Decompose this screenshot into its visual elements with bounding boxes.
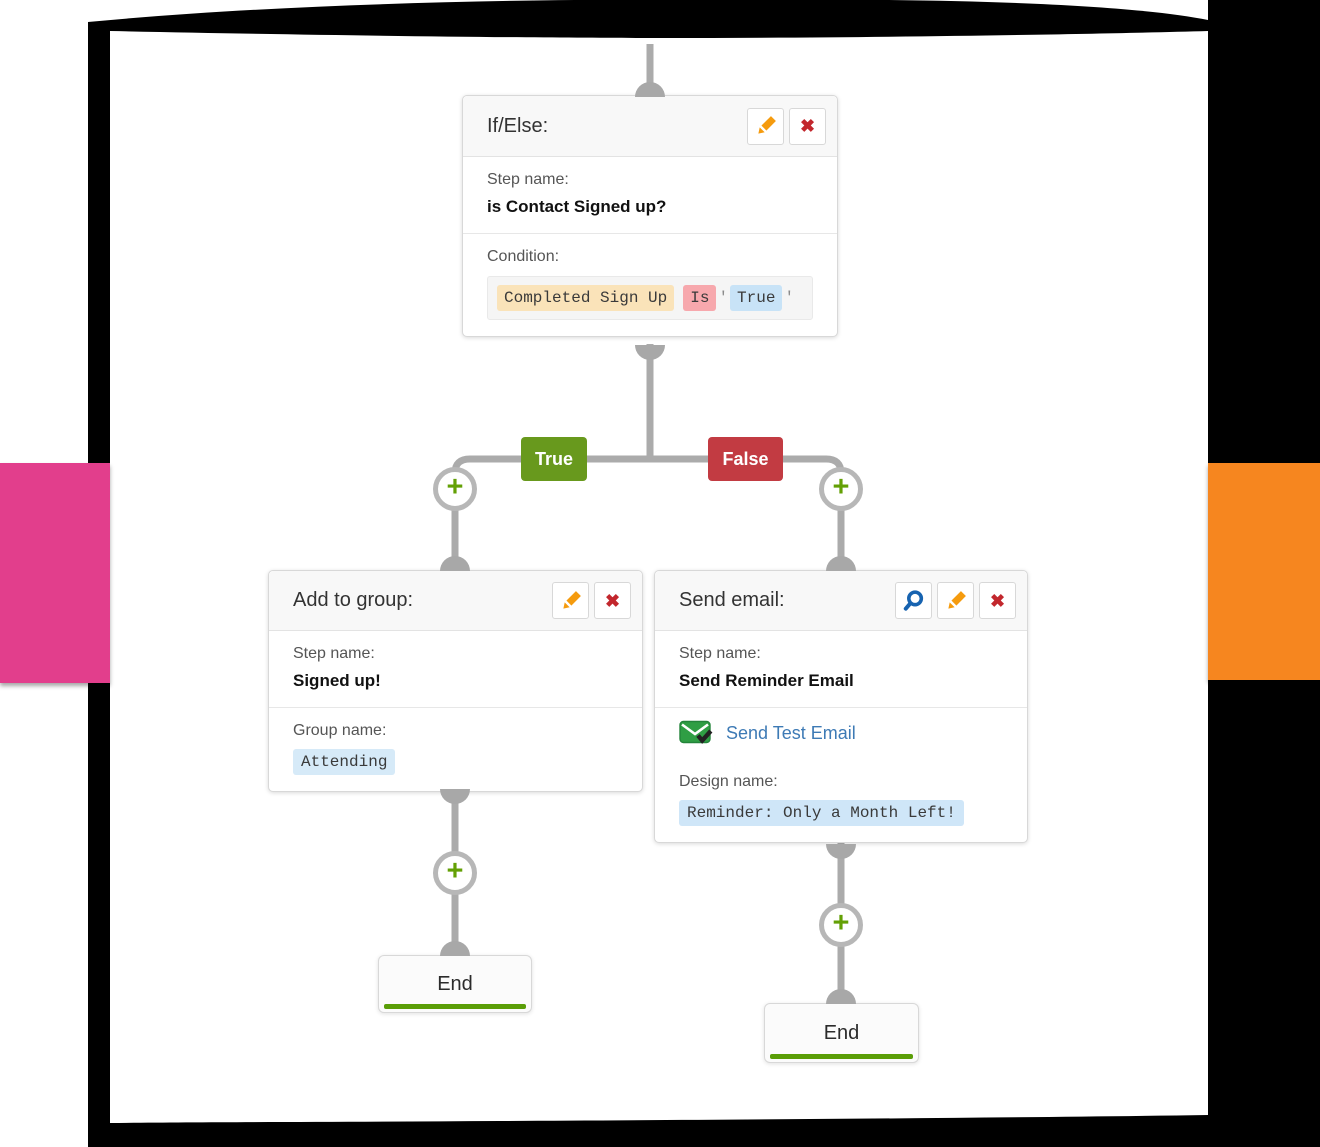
condition-operator-chip: Is <box>683 285 717 311</box>
condition-value-chip: True <box>730 285 783 311</box>
add-step-button-before-end-left[interactable]: + <box>433 851 477 895</box>
ifelse-node-header: If/Else: ✖ <box>463 96 837 157</box>
pink-accent-bar <box>0 463 110 683</box>
pencil-icon <box>947 590 966 609</box>
pencil-icon <box>562 590 581 609</box>
search-icon <box>903 590 924 611</box>
plus-icon: + <box>832 906 850 939</box>
edit-button[interactable] <box>552 582 589 619</box>
step-name-value: Send Reminder Email <box>679 671 854 690</box>
end-node-left: End <box>378 955 532 1013</box>
group-name-section: Group name: Attending <box>269 707 642 791</box>
pencil-icon <box>757 116 776 134</box>
node-title: Send email: <box>679 589 785 611</box>
end-underline <box>770 1054 913 1059</box>
add-step-button-false-branch[interactable]: + <box>819 467 863 511</box>
close-quote: ' <box>784 289 795 307</box>
design-name-section: Design name: Reminder: Only a Month Left… <box>655 759 1027 842</box>
design-name-chip: Reminder: Only a Month Left! <box>679 800 964 826</box>
open-quote: ' <box>718 289 729 307</box>
edit-button[interactable] <box>747 107 784 145</box>
group-name-label: Group name: <box>293 722 387 739</box>
delete-icon: ✖ <box>989 590 1006 611</box>
group-name-chip: Attending <box>293 749 396 775</box>
end-underline <box>384 1004 526 1009</box>
delete-icon: ✖ <box>799 116 816 136</box>
add-step-button-true-branch[interactable]: + <box>433 467 477 511</box>
condition-expression: Completed Sign Up Is ' True ' <box>487 276 813 320</box>
step-name-label: Step name: <box>293 645 375 662</box>
plus-icon: + <box>832 470 850 503</box>
orange-accent-bar <box>1208 463 1320 680</box>
step-name-section: Step name: is Contact Signed up? <box>463 157 837 233</box>
plus-icon: + <box>446 854 464 887</box>
preview-button[interactable] <box>895 582 932 619</box>
end-label: End <box>823 1021 860 1044</box>
condition-section: Condition: Completed Sign Up Is ' True ' <box>463 233 837 336</box>
delete-button[interactable]: ✖ <box>594 582 631 619</box>
step-name-section: Step name: Signed up! <box>269 631 642 707</box>
send-email-node-header: Send email: ✖ <box>655 571 1027 631</box>
add-to-group-node: Add to group: ✖ Step name: Signed up! Gr… <box>268 570 643 792</box>
send-test-email-label: Send Test Email <box>726 723 856 743</box>
condition-label: Condition: <box>487 248 560 265</box>
step-name-value: is Contact Signed up? <box>487 197 667 216</box>
send-email-node: Send email: ✖ S <box>654 570 1028 843</box>
condition-field-chip: Completed Sign Up <box>497 285 675 311</box>
step-name-label: Step name: <box>487 171 569 188</box>
delete-button[interactable]: ✖ <box>789 107 826 145</box>
node-title: Add to group: <box>293 589 414 611</box>
false-branch-label: False <box>708 437 783 481</box>
end-label: End <box>437 972 473 995</box>
plus-icon: + <box>446 470 464 503</box>
step-name-label: Step name: <box>679 645 761 662</box>
add-step-button-before-end-right[interactable]: + <box>819 903 863 947</box>
ifelse-node: If/Else: ✖ Step name: is Contact Signed … <box>462 95 838 337</box>
design-name-label: Design name: <box>679 773 778 790</box>
node-title: If/Else: <box>487 114 549 137</box>
edit-button[interactable] <box>937 582 974 619</box>
true-branch-label: True <box>521 437 587 481</box>
delete-button[interactable]: ✖ <box>979 582 1016 619</box>
delete-icon: ✖ <box>604 590 621 611</box>
add-to-group-node-header: Add to group: ✖ <box>269 571 642 631</box>
step-name-section: Step name: Send Reminder Email <box>655 631 1027 707</box>
step-name-value: Signed up! <box>293 671 381 690</box>
envelope-icon <box>679 720 713 744</box>
end-node-right: End <box>764 1003 919 1063</box>
send-test-email-link[interactable]: Send Test Email <box>655 707 1027 759</box>
